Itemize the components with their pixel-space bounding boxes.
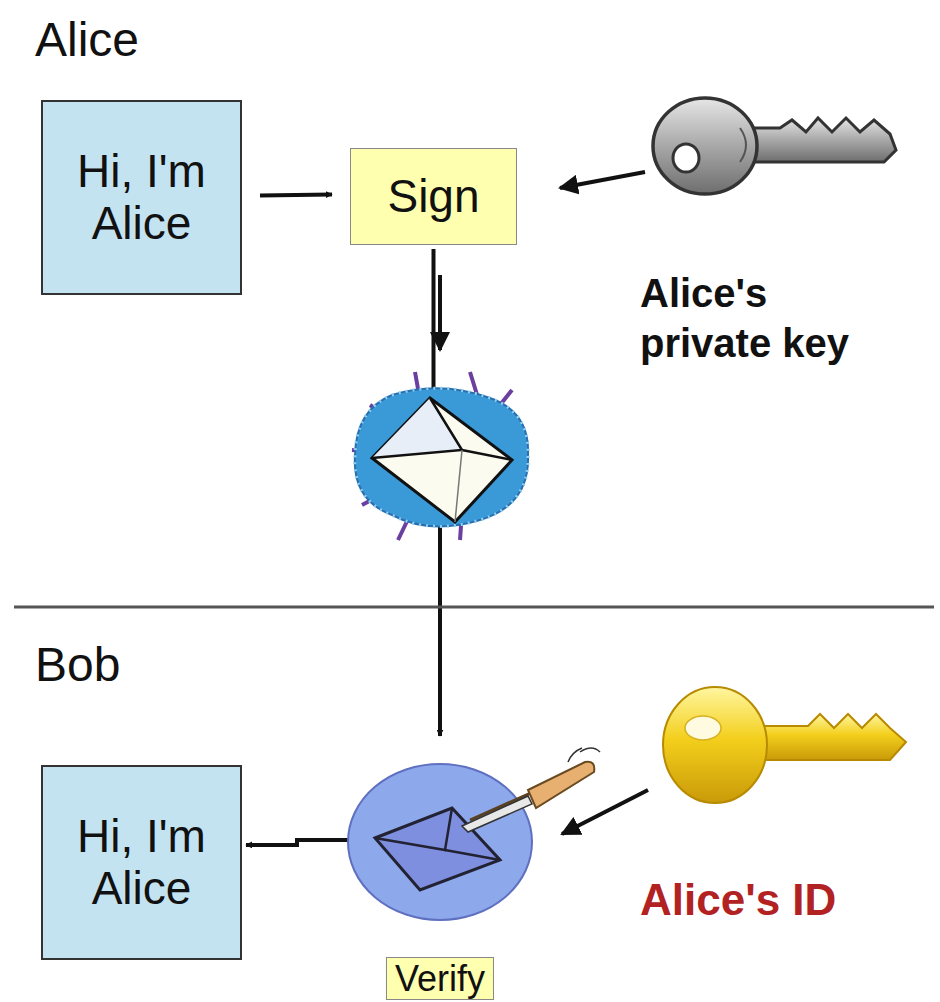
private-key-icon [653, 98, 896, 194]
drawing-part [528, 762, 594, 808]
drawing-part [355, 388, 528, 526]
section-heading: Bob [35, 635, 120, 695]
node-text: Verify [386, 957, 494, 1000]
drawing-part [462, 796, 532, 832]
drawing-part [653, 98, 757, 194]
drawing-part [372, 398, 462, 458]
drawing-part [740, 128, 746, 162]
drawing-part [445, 850, 500, 860]
drawing-part [352, 372, 528, 540]
id-key-icon [663, 687, 906, 803]
key-label: Alice's private key [640, 268, 880, 368]
drawing-part [355, 388, 528, 526]
sign-box: Sign [350, 148, 517, 245]
section-heading: Alice [35, 10, 139, 70]
drawing-part [438, 275, 442, 350]
divider-line [14, 606, 934, 609]
message-box: Hi, I'm Alice [41, 765, 242, 960]
drawing-part [455, 450, 462, 522]
drawing-part [462, 450, 512, 460]
node-text: Sign [387, 171, 479, 222]
key-label: Alice's ID [640, 872, 836, 927]
key-arrow [562, 790, 648, 834]
drawing-part [375, 808, 452, 850]
sent-envelope-icon [352, 275, 528, 540]
drawing-part [748, 118, 896, 162]
connector-arrow [260, 193, 332, 198]
drawing-part [372, 398, 512, 522]
node-text: Hi, I'm Alice [53, 811, 230, 914]
drawing-part [760, 714, 906, 760]
message-box: Hi, I'm Alice [41, 100, 242, 295]
drawing-part [663, 687, 767, 803]
node-text: Hi, I'm Alice [53, 146, 230, 249]
connector-arrow [246, 840, 348, 845]
drawing-part [348, 764, 532, 920]
drawing-part [673, 144, 699, 172]
key-arrow [560, 172, 645, 188]
verify-box: Verify [340, 740, 540, 1000]
drawing-part [568, 748, 600, 762]
drawing-part [685, 716, 721, 740]
